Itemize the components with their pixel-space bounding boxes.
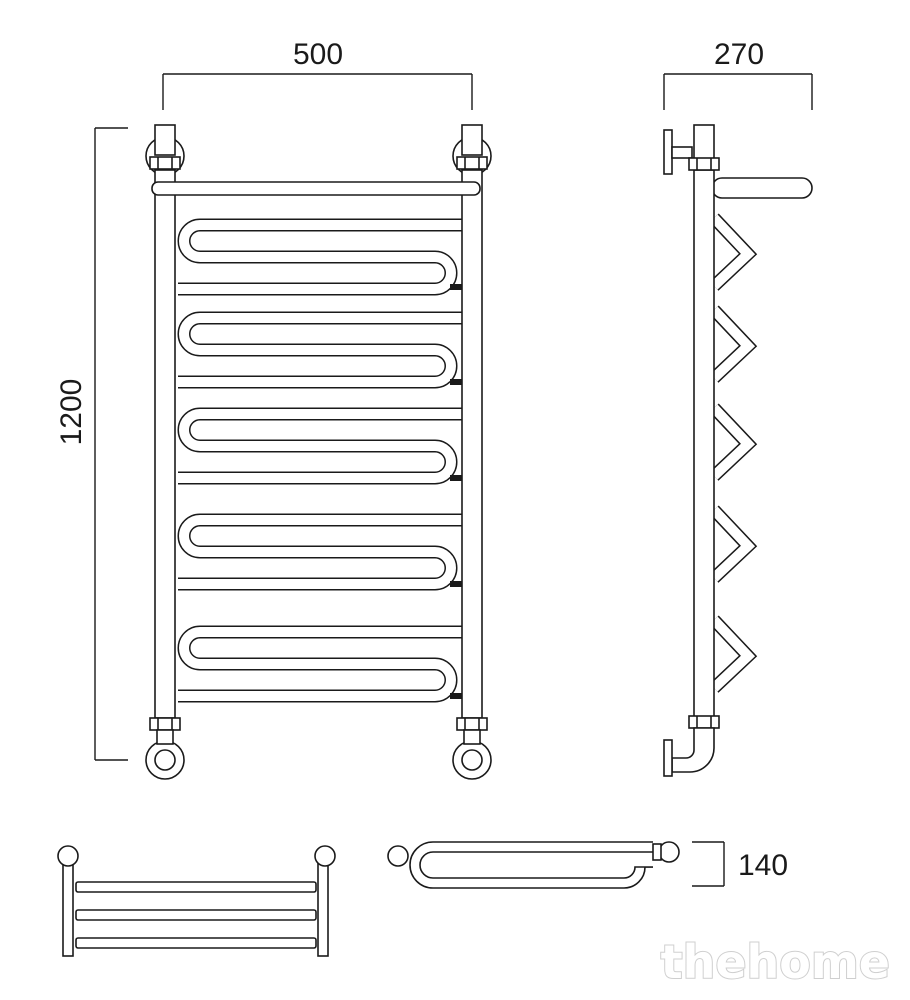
height-dimension	[94, 127, 128, 761]
right-bottom-mount	[452, 740, 492, 780]
right-vertical-pipe	[461, 169, 483, 719]
top-shelf-bar	[151, 181, 481, 196]
width-label: 500	[293, 38, 343, 71]
side-view	[663, 124, 813, 777]
side-vertical-pipe	[693, 169, 715, 719]
depth-label: 270	[714, 38, 764, 71]
profile-depth-label: 140	[738, 849, 788, 882]
width-dimension	[162, 73, 473, 110]
rungs	[178, 225, 462, 696]
depth-dimension	[663, 73, 813, 110]
shelf-top-view	[387, 841, 680, 889]
watermark-logo: thehome	[661, 935, 890, 989]
height-label: 1200	[55, 379, 88, 446]
left-vertical-pipe	[154, 169, 176, 719]
side-shelf-arm	[711, 177, 813, 199]
side-rungs	[714, 218, 748, 688]
shelf-front-view	[57, 845, 336, 957]
profile-depth-dimension	[692, 841, 725, 887]
left-bottom-mount	[145, 740, 185, 780]
front-view	[145, 124, 492, 780]
